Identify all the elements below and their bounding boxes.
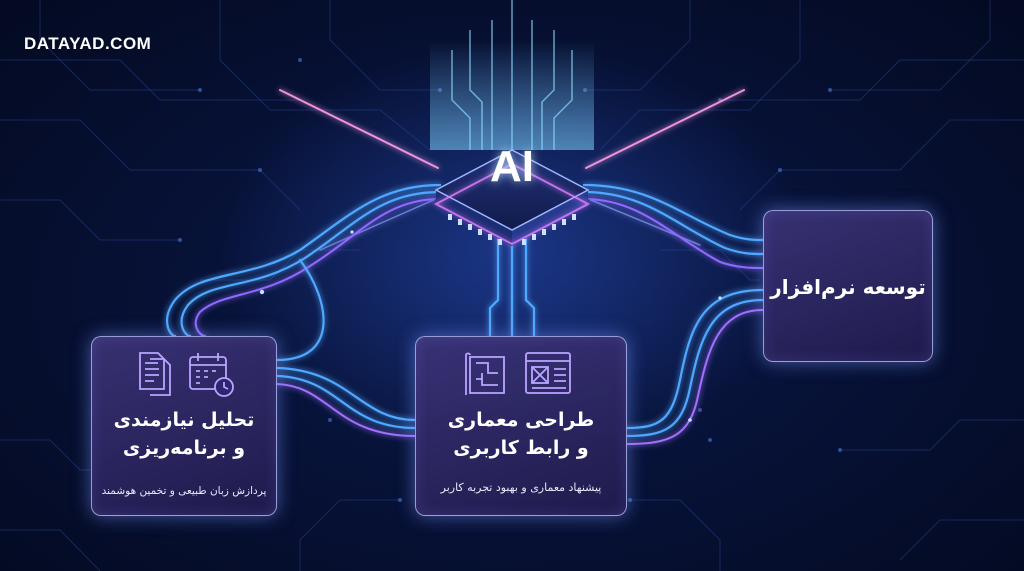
document-icon [139, 352, 171, 396]
card-mid-title-line2: و رابط کاربری [453, 436, 589, 459]
card-left-icons [139, 352, 234, 397]
card-software-development: توسعه نرم‌افزار [763, 210, 933, 362]
card-left-subtitle: پردازش زبان طبیعی و تخمین هوشمند [101, 485, 267, 497]
card-mid-title-line1: طراحی معماری [447, 409, 595, 431]
chip-label: AI [490, 142, 534, 191]
calendar-clock-icon [189, 353, 234, 397]
card-mid-icons [465, 352, 571, 395]
card-mid-title: طراحی معماری و رابط کاربری [416, 407, 626, 462]
card-left-title-line1: تحلیل نیازمندی [113, 409, 255, 431]
ai-chip [433, 149, 591, 246]
card-left-title: تحلیل نیازمندی و برنامه‌ریزی [92, 407, 276, 462]
card-architecture-design: طراحی معماری و رابط کاربری پیشنهاد معمار… [415, 336, 627, 516]
card-mid-subtitle: پیشنهاد معماری و بهبود تجربه کاربر [440, 481, 602, 494]
card-left-title-line2: و برنامه‌ریزی [122, 436, 246, 459]
chip-beam [430, 0, 594, 150]
wireframe-icon [525, 352, 571, 394]
blueprint-icon [465, 352, 505, 395]
card-right-title: توسعه نرم‌افزار [770, 275, 926, 299]
card-requirements-analysis: تحلیل نیازمندی و برنامه‌ریزی پردازش زبان… [91, 336, 277, 516]
brand-logo-text: DATAYAD.COM [24, 34, 152, 53]
